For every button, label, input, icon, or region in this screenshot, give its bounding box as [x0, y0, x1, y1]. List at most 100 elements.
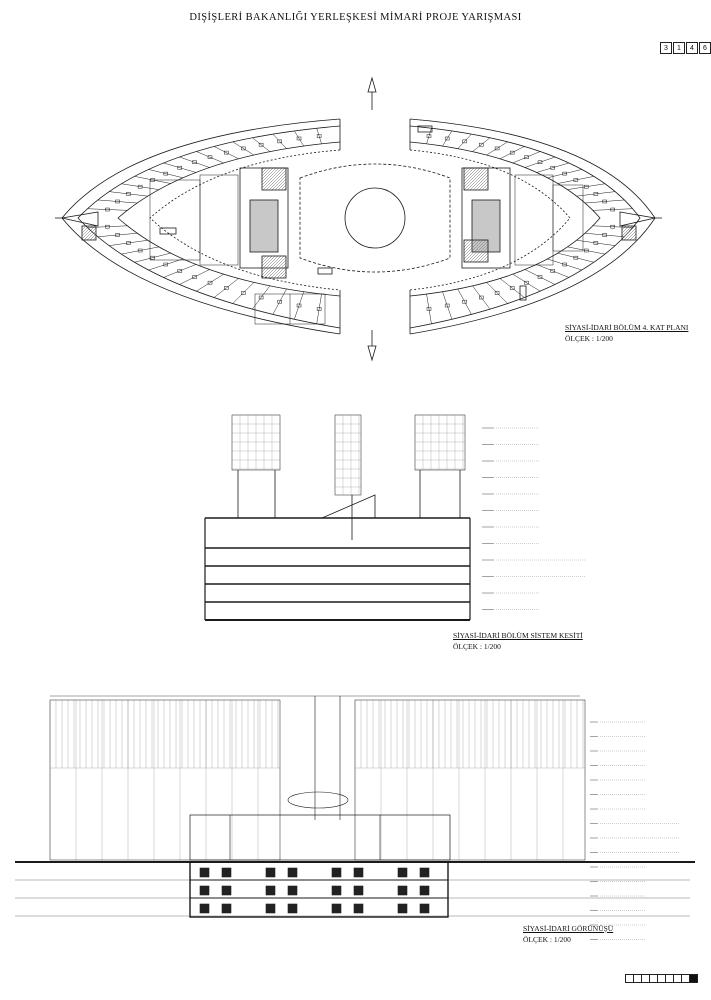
north-arrow-icon: [367, 330, 377, 362]
parked-car-icon: [265, 903, 276, 914]
plan-desk: [562, 262, 567, 267]
section-skylight: [321, 494, 376, 519]
plan-desk: [479, 142, 484, 147]
plan-office-partition: [232, 141, 254, 156]
plan-office-partition: [512, 151, 541, 164]
plan-desk: [150, 255, 155, 260]
plan-left-wing-inner: [149, 149, 341, 291]
parked-car-icon: [397, 867, 408, 878]
plan-left-tip-stair: [81, 225, 97, 241]
plan-desk: [537, 275, 543, 279]
plan-office-partition: [567, 246, 606, 255]
plan-desk: [479, 295, 484, 300]
plan-desk: [462, 299, 467, 304]
elevation-title: SİYASİ-İDARİ GÖRÜNÜŞÜ: [523, 924, 614, 933]
plan-meeting-table: [317, 267, 333, 275]
parked-car-icon: [331, 903, 342, 914]
plan-office-partition: [426, 128, 432, 144]
plan-office-partition: [121, 183, 159, 190]
floor-plan: [55, 76, 662, 362]
plan-office-partition: [584, 199, 625, 204]
plan-inner-room: [199, 174, 239, 266]
elevation-podium: [189, 814, 451, 861]
plan-office-partition: [472, 137, 491, 152]
parked-car-icon: [221, 867, 232, 878]
elevation-scale: ÖLÇEK : 1/200: [523, 935, 571, 944]
plan-desk: [509, 286, 515, 290]
plan-desk: [258, 142, 264, 147]
section-title: SİYASİ-İDARİ BÖLÜM SİSTEM KESİTİ: [453, 631, 583, 640]
plan-desk: [105, 224, 110, 229]
section-upper-block-right: [414, 414, 466, 471]
plan-atrium-void: [299, 163, 451, 273]
section-caption: SİYASİ-İDARİ BÖLÜM SİSTEM KESİTİ ÖLÇEK :…: [453, 630, 583, 652]
sheet-number-boxes: 3 1 4 6: [660, 42, 711, 54]
plan-caption: SİYASİ-İDARİ BÖLÜM 4. KAT PLANI ÖLÇEK : …: [565, 322, 688, 344]
parked-car-icon: [331, 867, 342, 878]
plan-scale: ÖLÇEK : 1/200: [565, 334, 613, 343]
plan-right-tip-stair: [621, 225, 637, 241]
plan-desk: [584, 248, 589, 253]
parked-car-icon: [287, 885, 298, 896]
plan-office-partition: [294, 130, 304, 147]
plan-desk: [444, 136, 450, 141]
plan-desk: [602, 233, 607, 237]
plan-desk: [316, 307, 322, 311]
plan-office-partition: [486, 282, 508, 304]
plan-desk: [258, 295, 264, 300]
plan-office-partition: [148, 169, 184, 179]
plan-desk: [593, 241, 599, 245]
plan-office-partition: [584, 232, 625, 238]
elevation-right-facade: [354, 699, 586, 861]
elevation-facade-grid: [49, 700, 585, 860]
sheet-number-box: 1: [673, 42, 685, 54]
plan-desk: [573, 178, 579, 182]
plan-atrium-circle: [344, 187, 406, 249]
plan-desk: [126, 192, 131, 196]
parked-car-icon: [199, 903, 210, 914]
plan-desk: [105, 207, 110, 212]
plan-office-partition: [316, 128, 322, 144]
plan-right-core-stair-top: [463, 167, 489, 191]
plan-desk: [241, 291, 246, 295]
plan-office-partition: [557, 176, 594, 184]
sheet-number-box: 3: [660, 42, 672, 54]
plan-left-core-stair-top: [261, 167, 287, 191]
parked-car-icon: [397, 885, 408, 896]
plan-desk: [115, 233, 120, 237]
plan-desk: [163, 171, 169, 176]
plan-desk: [584, 184, 589, 189]
plan-office-partition: [163, 162, 196, 173]
plan-office-partition: [272, 288, 287, 315]
plan-office-partition: [179, 269, 210, 285]
elevation-caption: SİYASİ-İDARİ GÖRÜNÜŞÜ ÖLÇEK : 1/200: [523, 923, 613, 945]
elevation-basement: [189, 861, 449, 918]
parked-car-icon: [199, 867, 210, 878]
plan-office-partition: [252, 285, 271, 310]
plan-desk: [509, 150, 515, 155]
plan-desk: [524, 280, 529, 285]
plan-office-partition: [196, 151, 224, 164]
plan-office-partition: [442, 130, 453, 147]
plan-office-partition: [316, 294, 322, 324]
plan-office-partition: [213, 278, 239, 298]
plan-right-tip: [619, 211, 656, 227]
plan-office-partition: [576, 239, 616, 246]
plan-office-partition: [457, 288, 472, 315]
plan-office-partition: [97, 232, 138, 238]
plan-desk: [562, 171, 567, 176]
plan-desk: [462, 139, 467, 144]
plan-office-partition: [148, 258, 184, 271]
plan-office-partition: [524, 269, 556, 285]
plan-left-tip: [61, 211, 99, 227]
plan-desk: [537, 160, 543, 164]
section-upper-grid: [231, 414, 465, 495]
plan-desk: [115, 199, 120, 204]
plan-meeting-table: [159, 227, 177, 235]
plan-office-partition: [442, 291, 453, 320]
parked-car-icon: [287, 867, 298, 878]
plan-desk: [224, 150, 229, 155]
plan-office-partition: [232, 282, 255, 304]
plan-office-partition: [121, 246, 159, 255]
elevation-dome: [287, 791, 349, 809]
